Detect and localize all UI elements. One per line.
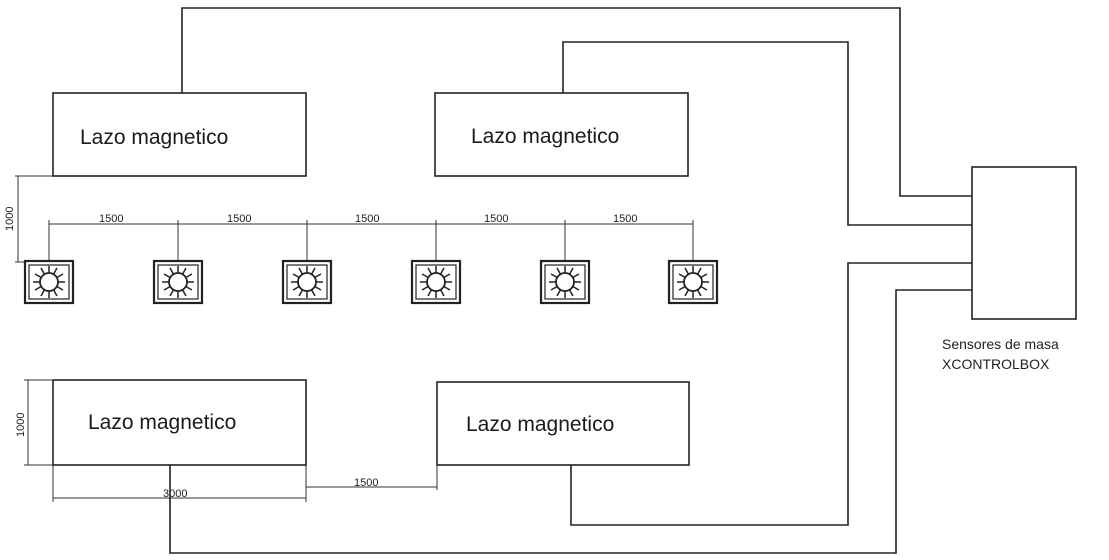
loop-box-top-right bbox=[434, 92, 689, 177]
wire-top-left-loop bbox=[181, 7, 972, 197]
wheel-sensor-icon bbox=[539, 259, 591, 305]
dim-top-loop-height: 1000 bbox=[4, 175, 53, 263]
loop-box-bottom-right bbox=[436, 381, 690, 466]
dim-label-spacing-3: 1500 bbox=[355, 213, 379, 225]
dim-label-top-loop-height: 1000 bbox=[4, 207, 16, 231]
dim-label-spacing-4: 1500 bbox=[484, 213, 508, 225]
loop-label-bottom-right: Lazo magnetico bbox=[466, 413, 614, 436]
dim-label-bottom-loop-height: 1000 bbox=[15, 413, 27, 437]
wheel-sensor-icon bbox=[410, 259, 462, 305]
dim-label-spacing-1: 1500 bbox=[99, 213, 123, 225]
wheel-sensor-icon bbox=[667, 259, 719, 305]
loop-label-top-right: Lazo magnetico bbox=[471, 125, 619, 148]
loop-label-top-left: Lazo magnetico bbox=[80, 126, 228, 149]
dim-label-bottom-loop-gap: 1500 bbox=[354, 477, 378, 489]
loop-label-bottom-left: Lazo magnetico bbox=[88, 411, 236, 434]
controller-box bbox=[971, 166, 1077, 320]
wheel-sensor-icon bbox=[281, 259, 333, 305]
controller-label-line2: XCONTROLBOX bbox=[942, 356, 1050, 372]
wire-bottom-right-loop bbox=[570, 262, 972, 526]
wire-top-right-loop bbox=[562, 41, 972, 226]
dim-label-bottom-loop-width: 3000 bbox=[163, 488, 187, 500]
wire-bottom-left-loop bbox=[169, 289, 972, 554]
loop-box-bottom-left bbox=[52, 379, 307, 466]
wheel-sensor-icon bbox=[23, 259, 75, 305]
dim-bottom-loop-gap: 1500 bbox=[306, 465, 438, 490]
loop-box-top-left bbox=[52, 92, 307, 177]
wheel-sensor-icon bbox=[152, 259, 204, 305]
dim-label-spacing-5: 1500 bbox=[613, 213, 637, 225]
dim-bottom-loop-height: 1000 bbox=[15, 379, 53, 466]
dim-bottom-loop-width: 3000 bbox=[52, 465, 307, 502]
dim-label-spacing-2: 1500 bbox=[227, 213, 251, 225]
dim-sensor-spacing: 1500 1500 1500 1500 1500 bbox=[48, 213, 694, 262]
controller-label-line1: Sensores de masa bbox=[942, 336, 1059, 352]
